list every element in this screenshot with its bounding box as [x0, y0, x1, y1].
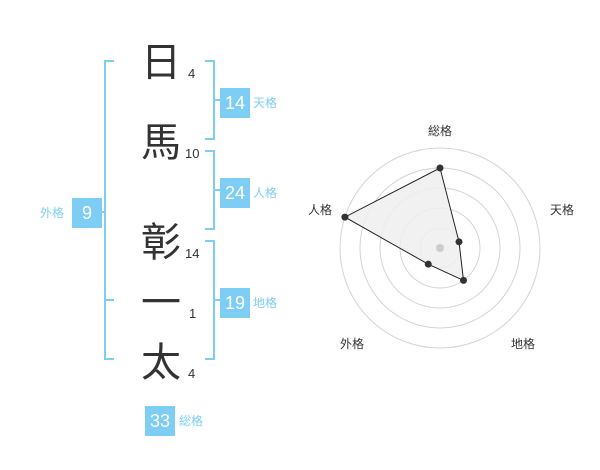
- tenkaku-bracket: [205, 60, 215, 140]
- chikaku-bracket-tick: [215, 299, 223, 301]
- radar-label-chikaku: 地格: [511, 337, 536, 351]
- radar-label-jinkaku: 人格: [308, 203, 333, 217]
- radar-polygon: [343, 167, 465, 282]
- gaikaku-score: 9: [72, 198, 102, 228]
- stroke-count-3: 14: [185, 246, 200, 261]
- jinkaku-label: 人格: [253, 186, 278, 200]
- tenkaku-bracket-tick: [215, 99, 223, 101]
- radar-label-soukaku: 総格: [428, 124, 453, 138]
- stroke-count-1: 4: [188, 66, 196, 81]
- gaikaku-bracket-split: [104, 299, 114, 301]
- chikaku-score: 19: [220, 288, 250, 318]
- radar-point-5: [341, 213, 349, 221]
- radar-label-tenkaku: 天格: [550, 203, 575, 217]
- radar-point-4: [424, 260, 432, 268]
- kanji-char-3: 彰: [141, 220, 181, 266]
- stroke-count-2: 10: [185, 146, 200, 161]
- radar-points: [341, 164, 468, 284]
- radar-label-gaikaku: 外格: [340, 337, 365, 351]
- chikaku-bracket: [205, 240, 215, 360]
- gaikaku-label: 外格: [40, 206, 65, 220]
- jinkaku-bracket-tick: [215, 189, 223, 191]
- jinkaku-bracket: [205, 150, 215, 230]
- stroke-count-5: 4: [188, 366, 196, 381]
- kanji-char-1: 日: [141, 40, 181, 86]
- radar-point-1: [436, 164, 444, 172]
- kanji-char-4: 一: [141, 280, 181, 326]
- radar-grid-ring: [339, 147, 541, 349]
- kanji-char-5: 太: [141, 340, 181, 386]
- tenkaku-label: 天格: [253, 96, 278, 110]
- chikaku-label: 地格: [253, 296, 278, 310]
- radar-center-dot: [436, 244, 444, 252]
- jinkaku-score: 24: [220, 178, 250, 208]
- kanji-char-2: 馬: [141, 120, 181, 166]
- gaikaku-bracket: [104, 60, 114, 360]
- soukaku-score: 33: [145, 406, 175, 436]
- stroke-count-4: 1: [189, 306, 197, 321]
- tenkaku-score: 14: [220, 88, 250, 118]
- radar-point-3: [460, 276, 468, 284]
- soukaku-label: 総格: [179, 414, 204, 428]
- radar-point-2: [455, 238, 463, 246]
